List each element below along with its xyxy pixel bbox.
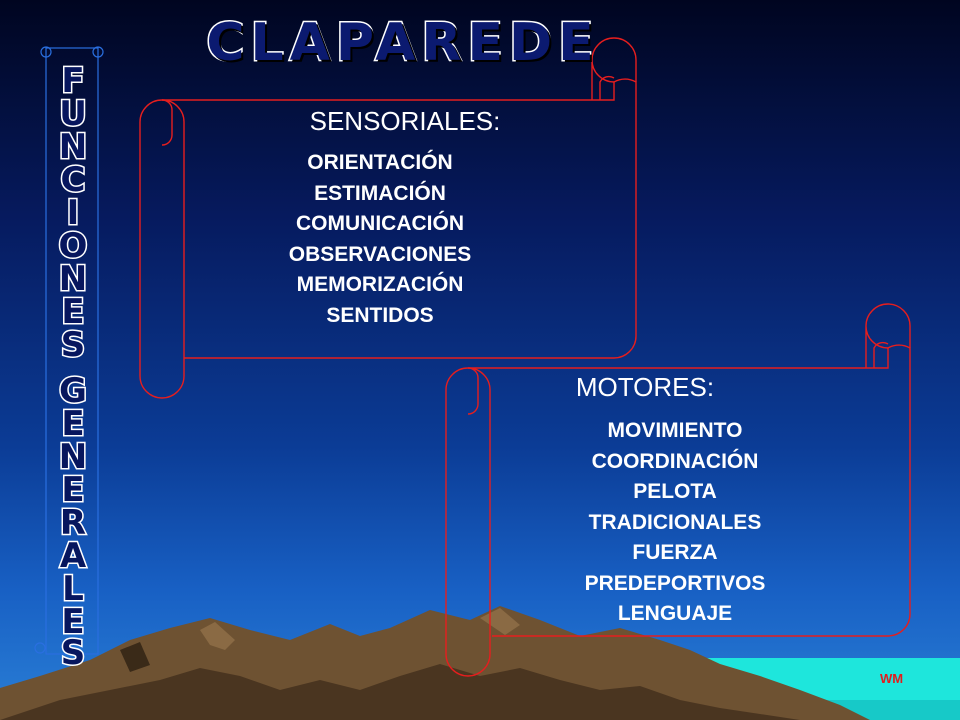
vertical-letter: R bbox=[58, 503, 87, 543]
vertical-banner-curl bbox=[92, 46, 104, 58]
vertical-letter: A bbox=[58, 536, 87, 576]
list-item: PELOTA bbox=[633, 480, 717, 503]
watermark-initials: WM bbox=[880, 671, 904, 686]
list-item: ORIENTACIÓN bbox=[307, 151, 453, 174]
list-item: OBSERVACIONES bbox=[288, 242, 472, 266]
list-item: ESTIMACIÓN bbox=[314, 181, 446, 205]
list-item: MOVIMIENTO bbox=[607, 419, 743, 442]
slide-title: CLAPAREDE bbox=[205, 12, 600, 75]
vertical-letter: E bbox=[60, 292, 86, 332]
list-item: COMUNICACIÓN bbox=[296, 212, 464, 235]
list-item: PREDEPORTIVOS bbox=[584, 571, 766, 595]
vertical-letter: E bbox=[60, 602, 86, 642]
sensoriales-heading: SENSORIALES: bbox=[309, 106, 501, 136]
list-item: TRADICIONALES bbox=[588, 510, 762, 534]
vertical-letter: E bbox=[60, 404, 86, 444]
motores-heading: MOTORES: bbox=[575, 372, 715, 402]
vertical-banner-frame bbox=[45, 47, 99, 655]
mountain-ridge bbox=[120, 642, 150, 672]
mountain-shadow bbox=[0, 664, 800, 720]
vertical-banner-curl bbox=[40, 46, 52, 58]
vertical-letter: F bbox=[60, 61, 86, 101]
vertical-letter: I bbox=[65, 193, 81, 233]
vertical-letter: S bbox=[59, 633, 87, 673]
sensoriales-list: ORIENTACIÓN ESTIMACIÓN COMUNICACIÓN OBSE… bbox=[230, 148, 530, 331]
vertical-letter: N bbox=[57, 259, 88, 299]
list-item: COORDINACIÓN bbox=[591, 449, 759, 473]
vertical-letter: E bbox=[60, 470, 86, 510]
vertical-banner-curl bbox=[34, 642, 46, 654]
list-item: FUERZA bbox=[632, 541, 718, 564]
vertical-letter: S bbox=[59, 325, 87, 365]
vertical-letter: G bbox=[58, 371, 89, 411]
scroll-sensoriales-shape bbox=[139, 37, 637, 399]
vertical-letter: N bbox=[57, 127, 88, 167]
scroll-motores-shape bbox=[445, 303, 911, 677]
list-item: MEMORIZACIÓN bbox=[296, 273, 464, 296]
list-item: LENGUAJE bbox=[617, 602, 733, 625]
vertical-letter: U bbox=[58, 94, 89, 134]
vertical-letter: L bbox=[61, 569, 86, 609]
vertical-letter: C bbox=[59, 160, 87, 200]
vertical-letter: N bbox=[57, 437, 88, 477]
vertical-letter: O bbox=[57, 226, 89, 266]
motores-list: MOVIMIENTO COORDINACIÓN PELOTA TRADICION… bbox=[525, 416, 825, 630]
list-item: SENTIDOS bbox=[326, 303, 434, 327]
mountain-ridge bbox=[200, 622, 235, 650]
